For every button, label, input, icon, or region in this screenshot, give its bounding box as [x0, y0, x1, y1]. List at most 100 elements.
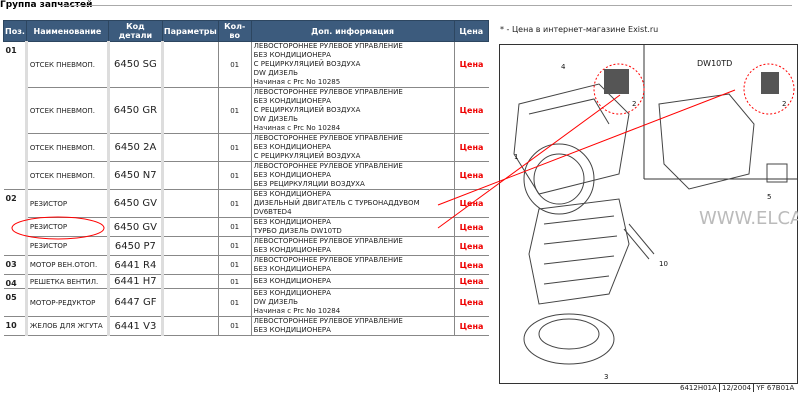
- svg-text:10: 10: [659, 260, 668, 268]
- part-name: РЕЗИСТОР: [26, 236, 110, 256]
- parts-diagram: DW10TD WWW.ELCATS.RU 1 2 2 3 4 5 10: [499, 44, 798, 384]
- info-line: БЕЗ КОНДИЦИОНЕРА: [253, 143, 331, 151]
- engine-label: DW10TD: [697, 59, 732, 68]
- price-link[interactable]: Цена: [454, 87, 489, 134]
- qty-cell: 01: [218, 316, 252, 336]
- price-link[interactable]: Цена: [454, 133, 489, 162]
- info-line: БЕЗ КОНДИЦИОНЕРА: [253, 246, 331, 254]
- part-code[interactable]: 6450 SG: [108, 41, 164, 88]
- position-cell: [3, 236, 28, 256]
- info-line: ЛЕВОСТОРОННЕЕ РУЛЕВОЕ УПРАВЛЕНИЕ: [253, 134, 403, 142]
- price-link[interactable]: Цена: [454, 189, 489, 218]
- part-code[interactable]: 6450 GR: [108, 87, 164, 134]
- info-line: DW ДИЗЕЛЬ: [253, 115, 298, 123]
- part-name: ОТСЕК ПНЕВМОП.: [26, 87, 110, 134]
- info-line: ДИЗЕЛЬНЫЙ ДВИГАТЕЛЬ С ТУРБОНАДДУВОМ DV6B…: [253, 199, 420, 216]
- position-cell: 10: [3, 316, 28, 336]
- watermark: WWW.ELCATS.RU: [699, 208, 798, 229]
- header-name[interactable]: Наименование: [25, 20, 109, 42]
- info-line: DW ДИЗЕЛЬ: [253, 69, 298, 77]
- part-name: МОТОР-РЕДУКТОР: [26, 288, 110, 317]
- part-name: РЕЗИСТОР: [26, 189, 110, 218]
- part-code[interactable]: 6441 H7: [108, 274, 164, 289]
- price-link[interactable]: Цена: [454, 217, 489, 237]
- price-link[interactable]: Цена: [454, 316, 489, 336]
- info-line: ЛЕВОСТОРОННЕЕ РУЛЕВОЕ УПРАВЛЕНИЕ: [253, 256, 403, 264]
- info-line: С РЕЦИРКУЛЯЦИЕЙ ВОЗДУХА: [253, 60, 361, 68]
- price-link[interactable]: Цена: [454, 288, 489, 317]
- part-code[interactable]: 6450 N7: [108, 161, 164, 190]
- info-line: С РЕЦИРКУЛЯЦИЕЙ ВОЗДУХА: [253, 106, 361, 114]
- price-note: * - Цена в интернет-магазине Exist.ru: [500, 25, 659, 34]
- header-pos[interactable]: Поз.: [3, 20, 27, 42]
- params-cell: [162, 316, 219, 336]
- info-line: ЛЕВОСТОРОННЕЕ РУЛЕВОЕ УПРАВЛЕНИЕ: [253, 42, 403, 50]
- position-cell: [3, 217, 28, 237]
- params-cell: [162, 87, 219, 134]
- qty-cell: 01: [218, 236, 252, 256]
- position-cell: [3, 133, 28, 162]
- part-code[interactable]: 6450 2A: [108, 133, 164, 162]
- part-code[interactable]: 6450 P7: [108, 236, 164, 256]
- part-code[interactable]: 6441 R4: [108, 255, 164, 275]
- qty-cell: 01: [218, 288, 252, 317]
- part-code[interactable]: 6441 V3: [108, 316, 164, 336]
- info-cell: БЕЗ КОНДИЦИОНЕРА: [251, 274, 455, 289]
- params-cell: [162, 288, 219, 317]
- qty-cell: 01: [218, 217, 252, 237]
- header-price[interactable]: Цена: [453, 20, 489, 42]
- position-cell: 01: [3, 41, 28, 88]
- part-code[interactable]: 6450 GV: [108, 217, 164, 237]
- header-qty[interactable]: Кол-во: [217, 20, 252, 42]
- params-cell: [162, 236, 219, 256]
- info-line: DW ДИЗЕЛЬ: [253, 298, 298, 306]
- info-line: БЕЗ КОНДИЦИОНЕРА: [253, 326, 331, 334]
- price-link[interactable]: Цена: [454, 41, 489, 88]
- qty-cell: 01: [218, 87, 252, 134]
- header-code[interactable]: Код детали: [107, 20, 163, 42]
- svg-text:1: 1: [514, 153, 518, 161]
- info-line: БЕЗ КОНДИЦИОНЕРА: [253, 51, 331, 59]
- header-info[interactable]: Доп. информация: [250, 20, 455, 42]
- info-line: ЛЕВОСТОРОННЕЕ РУЛЕВОЕ УПРАВЛЕНИЕ: [253, 162, 403, 170]
- part-name: ОТСЕК ПНЕВМОП.: [26, 41, 110, 88]
- price-link[interactable]: Цена: [454, 236, 489, 256]
- position-cell: [3, 161, 28, 190]
- params-cell: [162, 217, 219, 237]
- info-line: БЕЗ КОНДИЦИОНЕРА: [253, 265, 331, 273]
- info-line: ЛЕВОСТОРОННЕЕ РУЛЕВОЕ УПРАВЛЕНИЕ: [253, 88, 403, 96]
- group-title: Группа запчастей: [0, 0, 97, 10]
- part-code[interactable]: 6447 GF: [108, 288, 164, 317]
- part-name: РЕЗИСТОР: [26, 217, 110, 237]
- params-cell: [162, 189, 219, 218]
- header-params[interactable]: Параметры: [161, 20, 219, 42]
- info-line: ТУРБО ДИЗЕЛЬ DW10TD: [253, 227, 342, 235]
- price-link[interactable]: Цена: [454, 255, 489, 275]
- info-line: Начиная с Prc No 10284: [253, 307, 341, 315]
- part-code[interactable]: 6450 GV: [108, 189, 164, 218]
- info-line: ЛЕВОСТОРОННЕЕ РУЛЕВОЕ УПРАВЛЕНИЕ: [253, 317, 403, 325]
- position-cell: 02: [3, 189, 28, 218]
- svg-text:4: 4: [561, 63, 566, 71]
- price-link[interactable]: Цена: [454, 274, 489, 289]
- info-line: Начиная с Prc No 10284: [253, 124, 341, 132]
- part-name: ОТСЕК ПНЕВМОП.: [26, 161, 110, 190]
- price-link[interactable]: Цена: [454, 161, 489, 190]
- svg-text:3: 3: [604, 373, 608, 381]
- qty-cell: 01: [218, 274, 252, 289]
